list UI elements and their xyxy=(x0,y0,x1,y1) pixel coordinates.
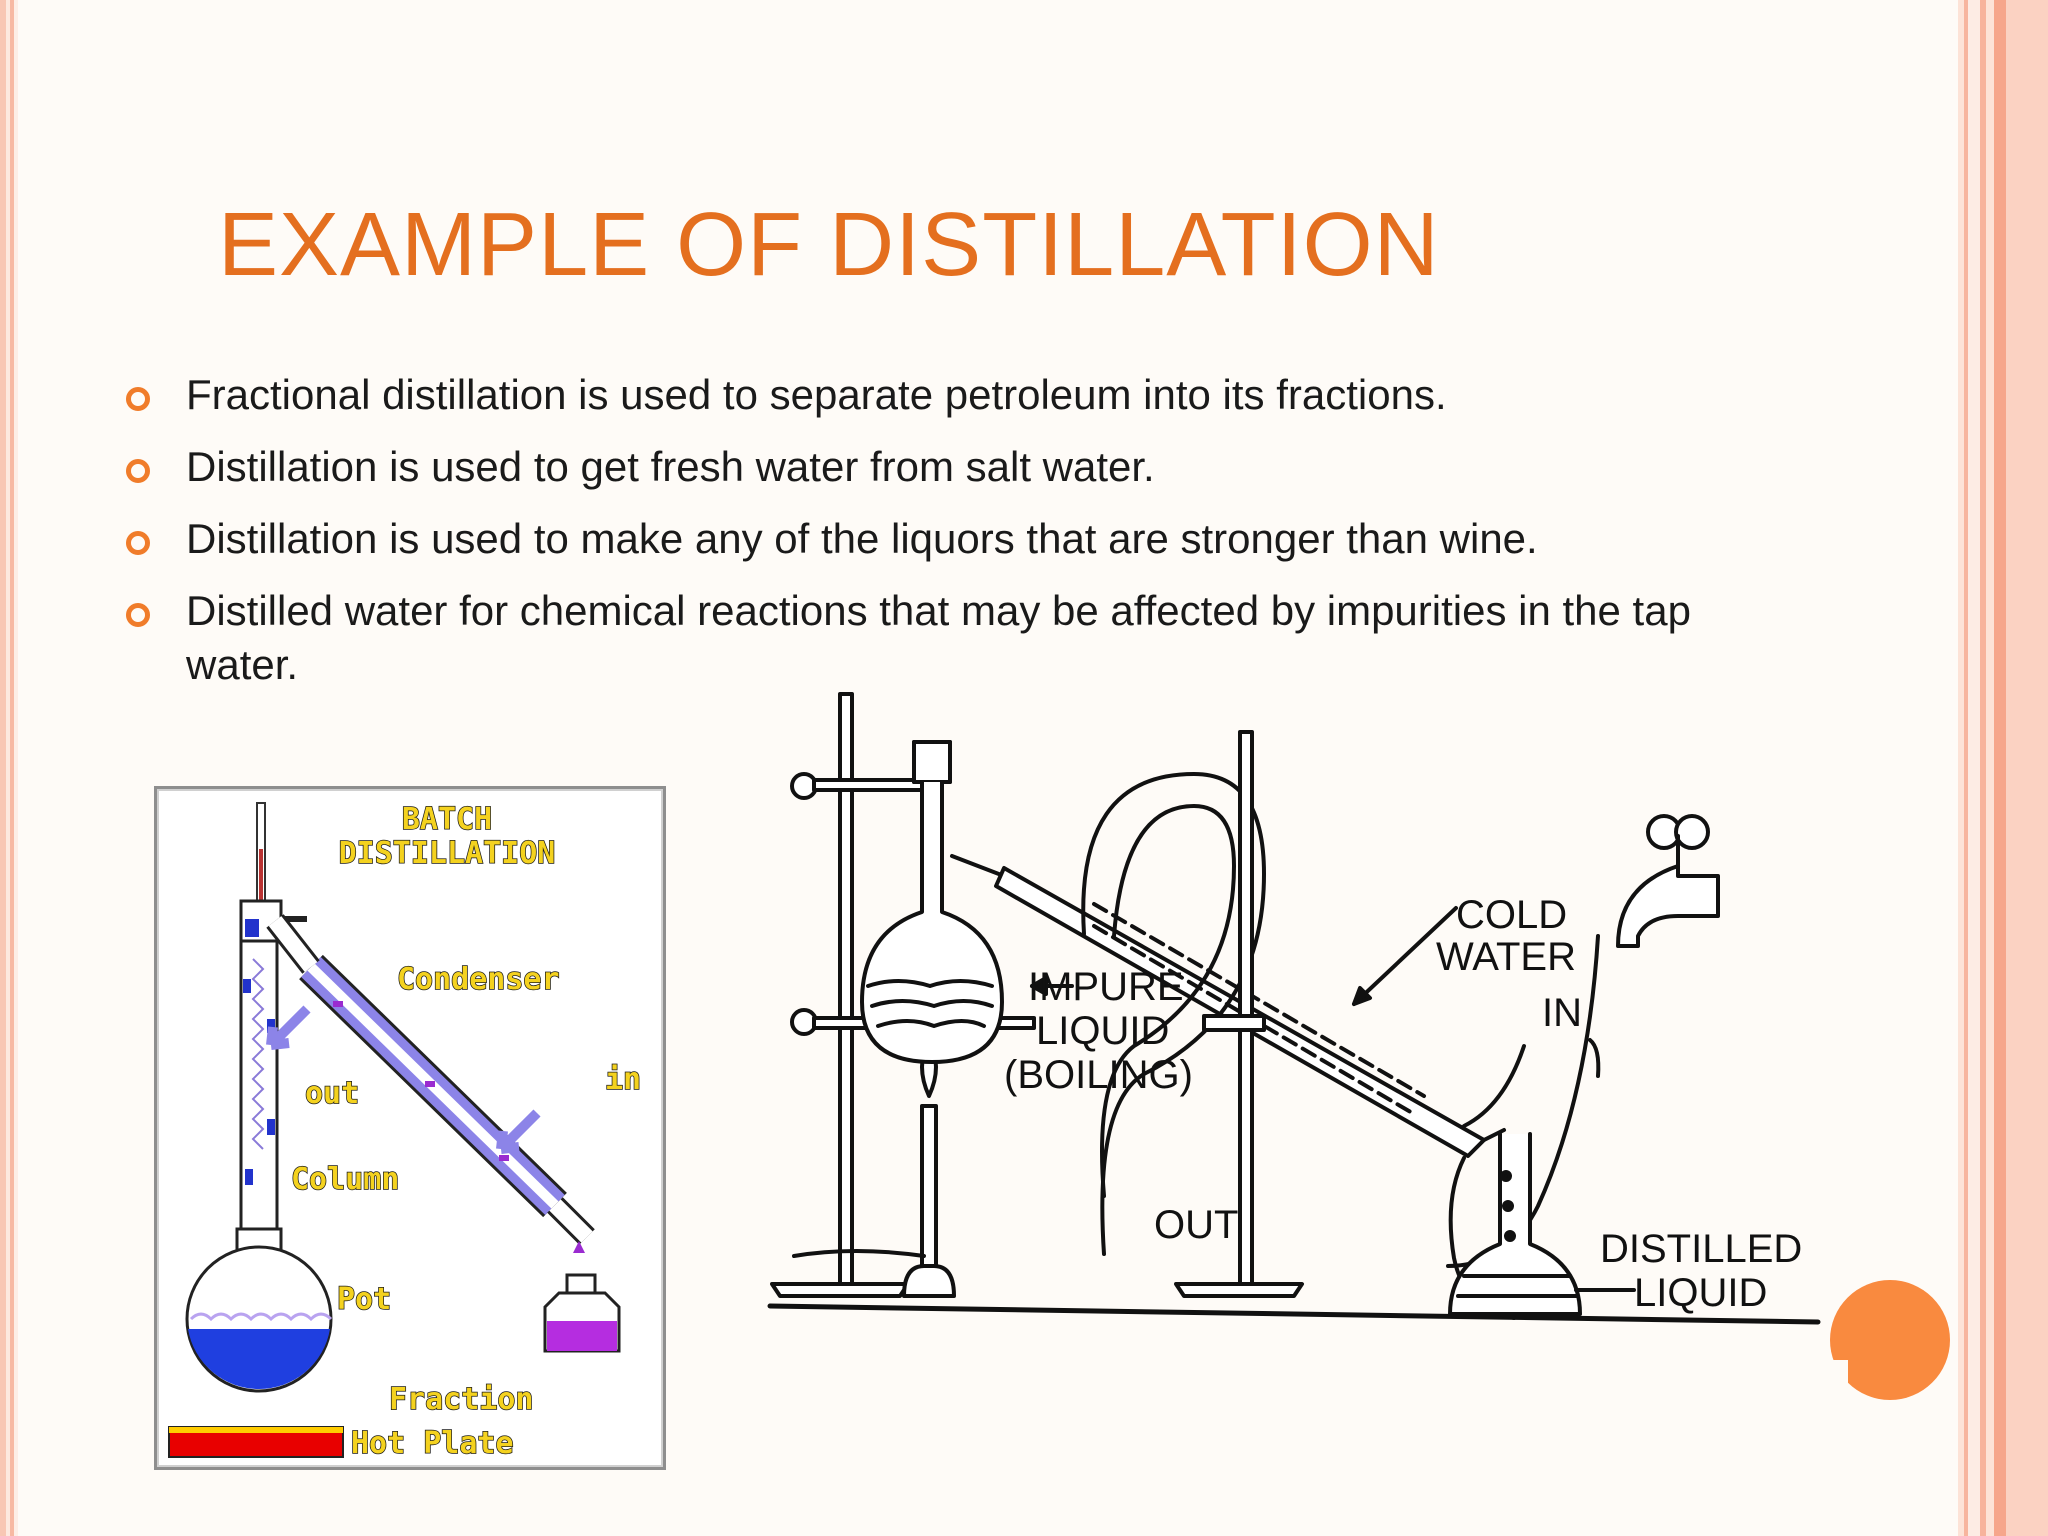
label-out: out xyxy=(305,1076,359,1111)
label-in-water: IN xyxy=(1542,991,1582,1035)
label-cold-water-1: COLD xyxy=(1456,893,1567,937)
column-shape xyxy=(239,899,283,1233)
bullet-item: Distilled water for chemical reactions t… xyxy=(120,584,1800,692)
bullet-icon xyxy=(126,459,150,483)
slide-frame-left xyxy=(0,0,18,1536)
label-distilled-1: DISTILLED xyxy=(1600,1227,1802,1271)
slide-frame-right xyxy=(1958,0,2048,1536)
batch-distillation-diagram: BATCH DISTILLATION xyxy=(154,786,666,1470)
bullet-item: Fractional distillation is used to separ… xyxy=(120,368,1800,422)
label-distilled-2: LIQUID xyxy=(1634,1271,1767,1315)
bullet-icon xyxy=(126,603,150,627)
label-column: Column xyxy=(291,1162,399,1197)
pot-flask xyxy=(185,1227,333,1393)
bullet-text: Distilled water for chemical reactions t… xyxy=(186,587,1691,688)
water-hose xyxy=(1081,772,1526,1256)
batch-title-line1: BATCH xyxy=(402,802,492,837)
boiling-flask xyxy=(860,740,1004,1064)
label-impure-3: (BOILING) xyxy=(1004,1053,1193,1097)
label-impure-1: IMPURE xyxy=(1028,965,1184,1009)
label-fraction: Fraction xyxy=(389,1382,534,1417)
label-out-water: OUT xyxy=(1154,1203,1238,1247)
label-in: in xyxy=(605,1062,641,1097)
receiving-flask xyxy=(1448,1132,1582,1316)
label-impure-2: LIQUID xyxy=(1036,1009,1169,1053)
distillation-apparatus-diagram: COLD WATER IMPURE LIQUID (BOILING) IN OU… xyxy=(764,686,1824,1346)
decorative-circle xyxy=(1830,1280,1950,1400)
bullet-icon xyxy=(126,531,150,555)
bullet-item: Distillation is used to get fresh water … xyxy=(120,440,1800,494)
label-condenser: Condenser xyxy=(397,962,560,997)
ring-stand-right xyxy=(1174,730,1304,1298)
burner xyxy=(792,1038,956,1298)
label-cold-water-2: WATER xyxy=(1436,935,1576,979)
label-hot-plate: Hot Plate xyxy=(351,1426,514,1461)
condenser-tube xyxy=(266,914,595,1245)
decorative-notch xyxy=(1822,1360,1848,1386)
slide-title: EXAMPLE OF DISTILLATION xyxy=(218,195,1440,295)
in-arrow-icon xyxy=(496,1109,541,1154)
label-pot: Pot xyxy=(337,1282,391,1317)
fraction-flask xyxy=(543,1241,621,1353)
bullet-text: Fractional distillation is used to separ… xyxy=(186,371,1447,418)
out-arrow-icon xyxy=(266,1005,311,1050)
bullet-icon xyxy=(126,387,150,411)
bullet-text: Distillation is used to make any of the … xyxy=(186,515,1538,562)
hot-plate xyxy=(168,1426,344,1458)
bullet-item: Distillation is used to make any of the … xyxy=(120,512,1800,566)
bullet-text: Distillation is used to get fresh water … xyxy=(186,443,1155,490)
bullet-list: Fractional distillation is used to separ… xyxy=(120,368,1800,710)
water-tap-icon xyxy=(1446,814,1720,1268)
batch-title-line2: DISTILLATION xyxy=(339,836,556,871)
